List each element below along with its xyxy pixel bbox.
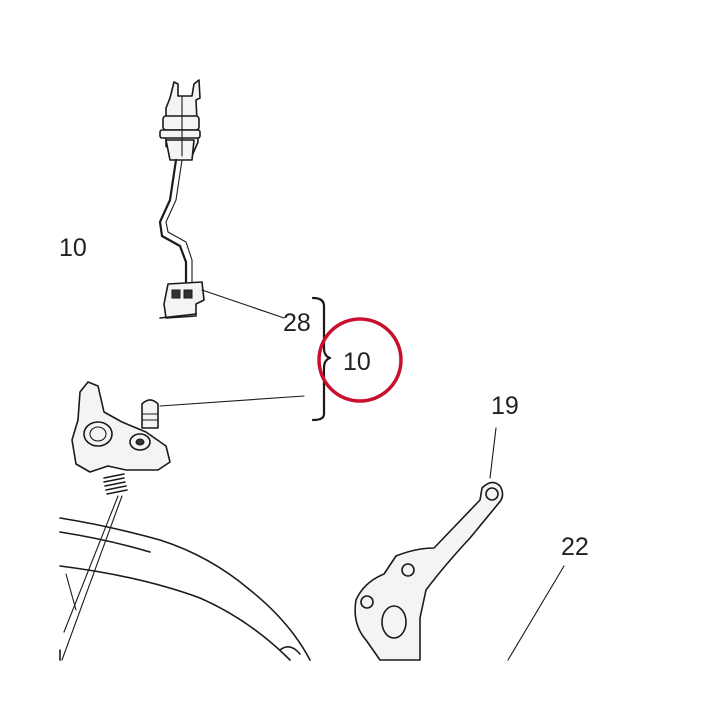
swing-arm xyxy=(59,517,311,661)
label-sensor-group: 10 xyxy=(59,234,87,262)
caliper-plate xyxy=(354,427,504,661)
grouping-bracket xyxy=(159,296,332,422)
mount-lug xyxy=(61,381,171,661)
spring xyxy=(103,473,128,495)
label-sensor: 28 xyxy=(283,309,311,337)
label-bracket-group: 10 xyxy=(343,348,371,376)
label-swing-arm: 22 xyxy=(561,533,589,561)
highlight-circle xyxy=(317,317,403,403)
leader-22 xyxy=(507,565,565,661)
label-caliper-plate: 19 xyxy=(491,392,519,420)
sensor-assembly xyxy=(158,79,285,319)
